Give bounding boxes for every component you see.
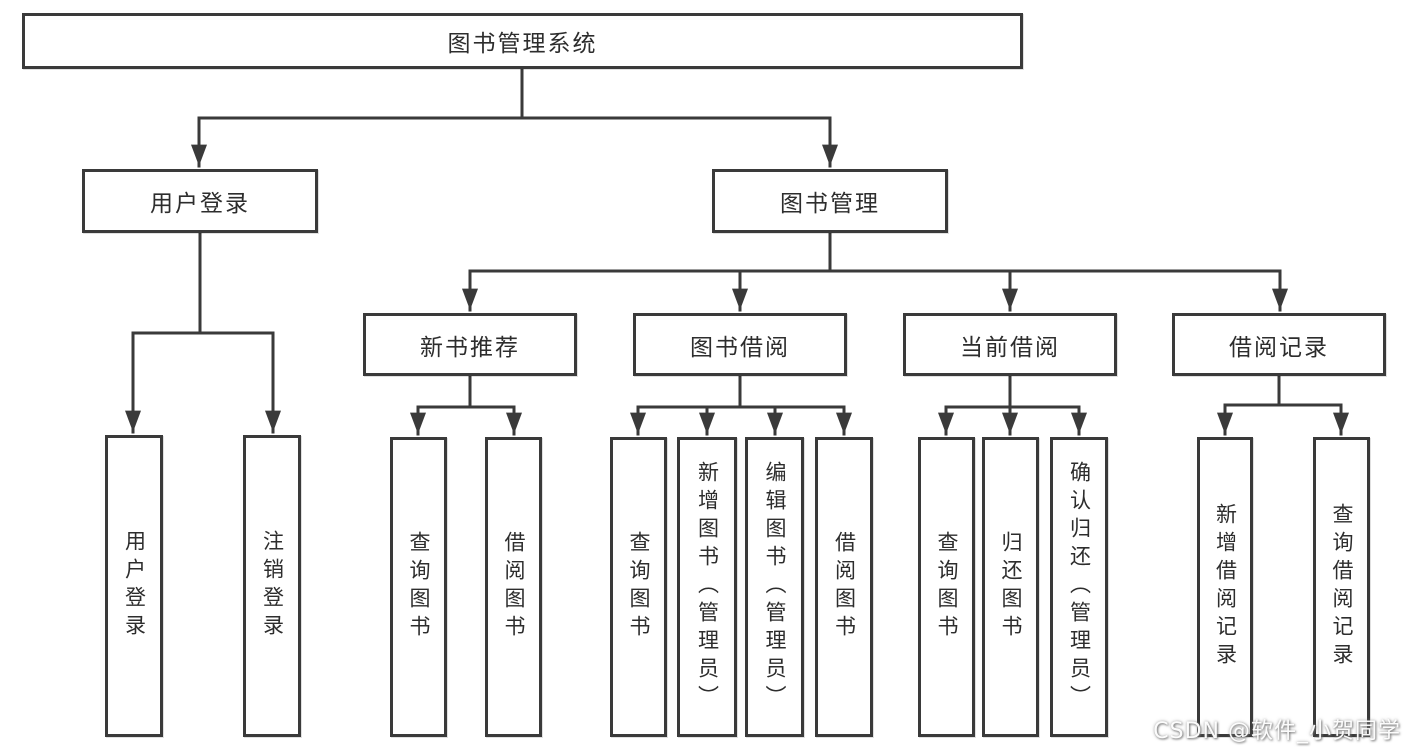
leaf-logout-label: 注销登录 bbox=[260, 530, 285, 642]
leaf-confirm-return-admin: 确认归还（管理员） bbox=[1050, 437, 1108, 737]
leaf-borrow-query-books: 查询图书 bbox=[610, 437, 667, 737]
leaf-recommend-borrow-books: 借阅图书 bbox=[485, 437, 542, 737]
leaf-recommend-borrow-books-label: 借阅图书 bbox=[502, 531, 526, 643]
leaf-query-borrow-record: 查询借阅记录 bbox=[1313, 437, 1370, 737]
leaf-borrow-books-label: 借阅图书 bbox=[832, 531, 857, 643]
leaf-current-query-books: 查询图书 bbox=[918, 437, 975, 737]
leaf-add-borrow-record-label: 新增借阅记录 bbox=[1213, 503, 1238, 671]
tree-branch-lines bbox=[131, 66, 1343, 409]
leaf-user-login-label: 用户登录 bbox=[122, 530, 147, 642]
leaf-user-login: 用户登录 bbox=[105, 435, 163, 737]
csdn-watermark: CSDN @软件_小贺同学 bbox=[1153, 719, 1401, 744]
leaf-return-books-label: 归还图书 bbox=[999, 531, 1023, 643]
leaf-add-book-admin: 新增图书（管理员） bbox=[677, 437, 737, 737]
leaf-query-borrow-record-label: 查询借阅记录 bbox=[1330, 503, 1354, 671]
leaf-return-books: 归还图书 bbox=[982, 437, 1039, 737]
node-library-management-system: 图书管理系统 bbox=[22, 13, 1023, 69]
node-borrowing-records: 借阅记录 bbox=[1172, 313, 1386, 376]
node-user-login-branch: 用户登录 bbox=[82, 169, 318, 233]
node-new-book-recommend: 新书推荐 bbox=[363, 313, 577, 376]
leaf-recommend-query-books: 查询图书 bbox=[390, 437, 447, 737]
leaf-borrow-query-books-label: 查询图书 bbox=[627, 531, 651, 643]
leaf-current-query-books-label: 查询图书 bbox=[935, 531, 959, 643]
leaf-edit-book-admin-label: 编辑图书（管理员） bbox=[763, 461, 787, 713]
leaf-recommend-query-books-label: 查询图书 bbox=[407, 531, 431, 643]
leaf-add-book-admin-label: 新增图书（管理员） bbox=[695, 461, 720, 713]
node-book-borrowing: 图书借阅 bbox=[633, 313, 847, 376]
leaf-confirm-return-admin-label: 确认归还（管理员） bbox=[1067, 461, 1092, 713]
node-current-borrowing: 当前借阅 bbox=[903, 313, 1117, 376]
leaf-add-borrow-record: 新增借阅记录 bbox=[1197, 437, 1253, 737]
leaf-borrow-books: 借阅图书 bbox=[815, 437, 873, 737]
leaf-edit-book-admin: 编辑图书（管理员） bbox=[745, 437, 804, 737]
node-book-management-branch: 图书管理 bbox=[712, 169, 948, 233]
leaf-logout: 注销登录 bbox=[243, 435, 301, 737]
